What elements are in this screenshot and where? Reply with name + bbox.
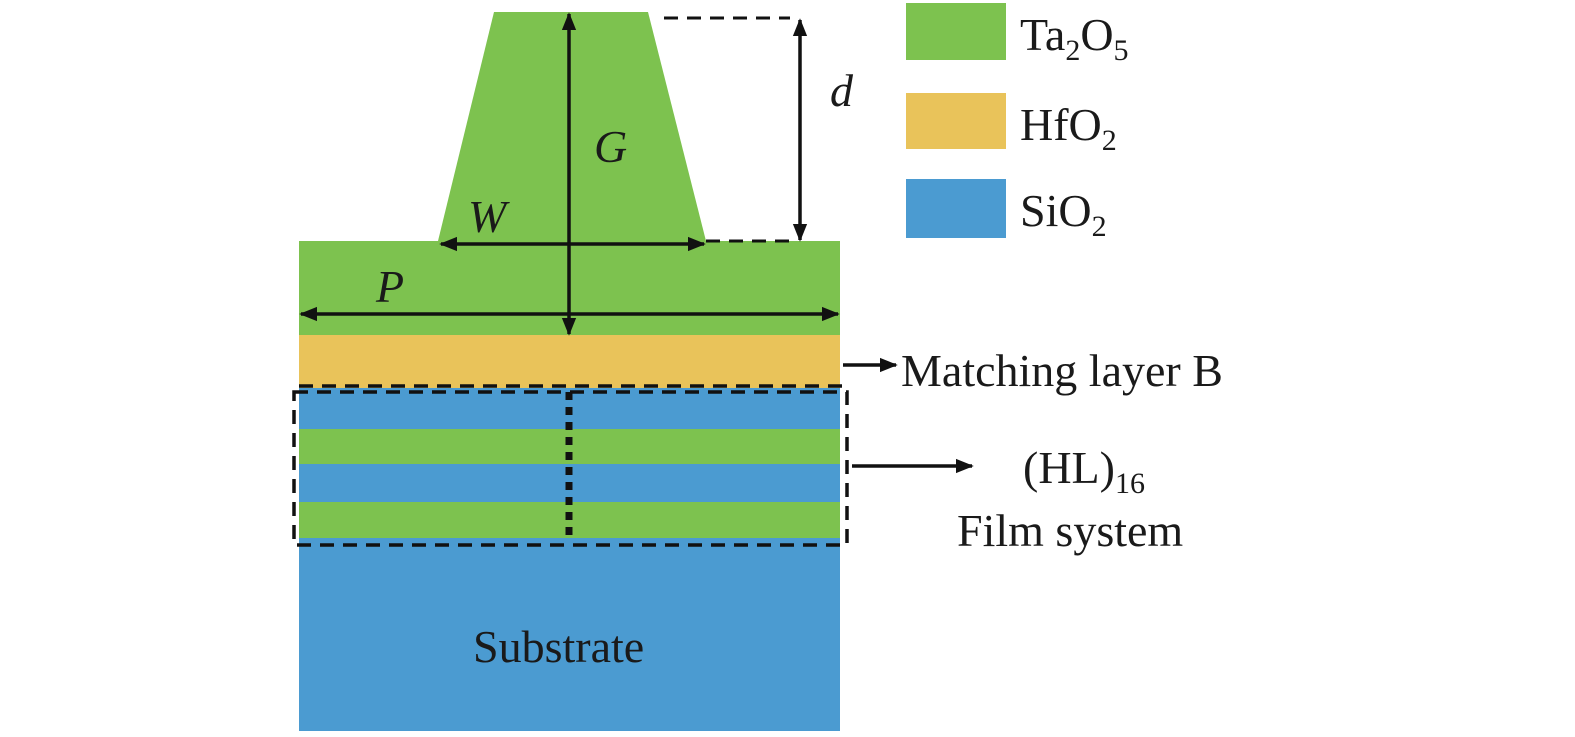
legend-swatch-hfo2 <box>906 93 1006 149</box>
w-label: W <box>468 191 510 242</box>
film-system-formula-label: (HL)16 <box>1023 442 1145 500</box>
substrate-block <box>299 538 840 731</box>
legend-label-hfo2: HfO2 <box>1020 99 1117 157</box>
film-system-name-label: Film system <box>957 505 1183 556</box>
legend-swatch-sio2 <box>906 179 1006 238</box>
d-label: d <box>830 65 854 116</box>
matching-layer-hfo2 <box>299 335 840 388</box>
legend: Ta2O5 HfO2 SiO2 <box>906 3 1129 243</box>
legend-label-sio2: SiO2 <box>1020 185 1107 243</box>
film-system-subscript: 16 <box>1115 467 1145 500</box>
p-label: P <box>375 261 404 312</box>
g-label: G <box>594 121 627 172</box>
legend-label-ta2o5: Ta2O5 <box>1020 9 1129 67</box>
substrate-label: Substrate <box>473 621 644 672</box>
matching-layer-label: Matching layer B <box>901 345 1223 396</box>
legend-swatch-ta2o5 <box>906 3 1006 60</box>
